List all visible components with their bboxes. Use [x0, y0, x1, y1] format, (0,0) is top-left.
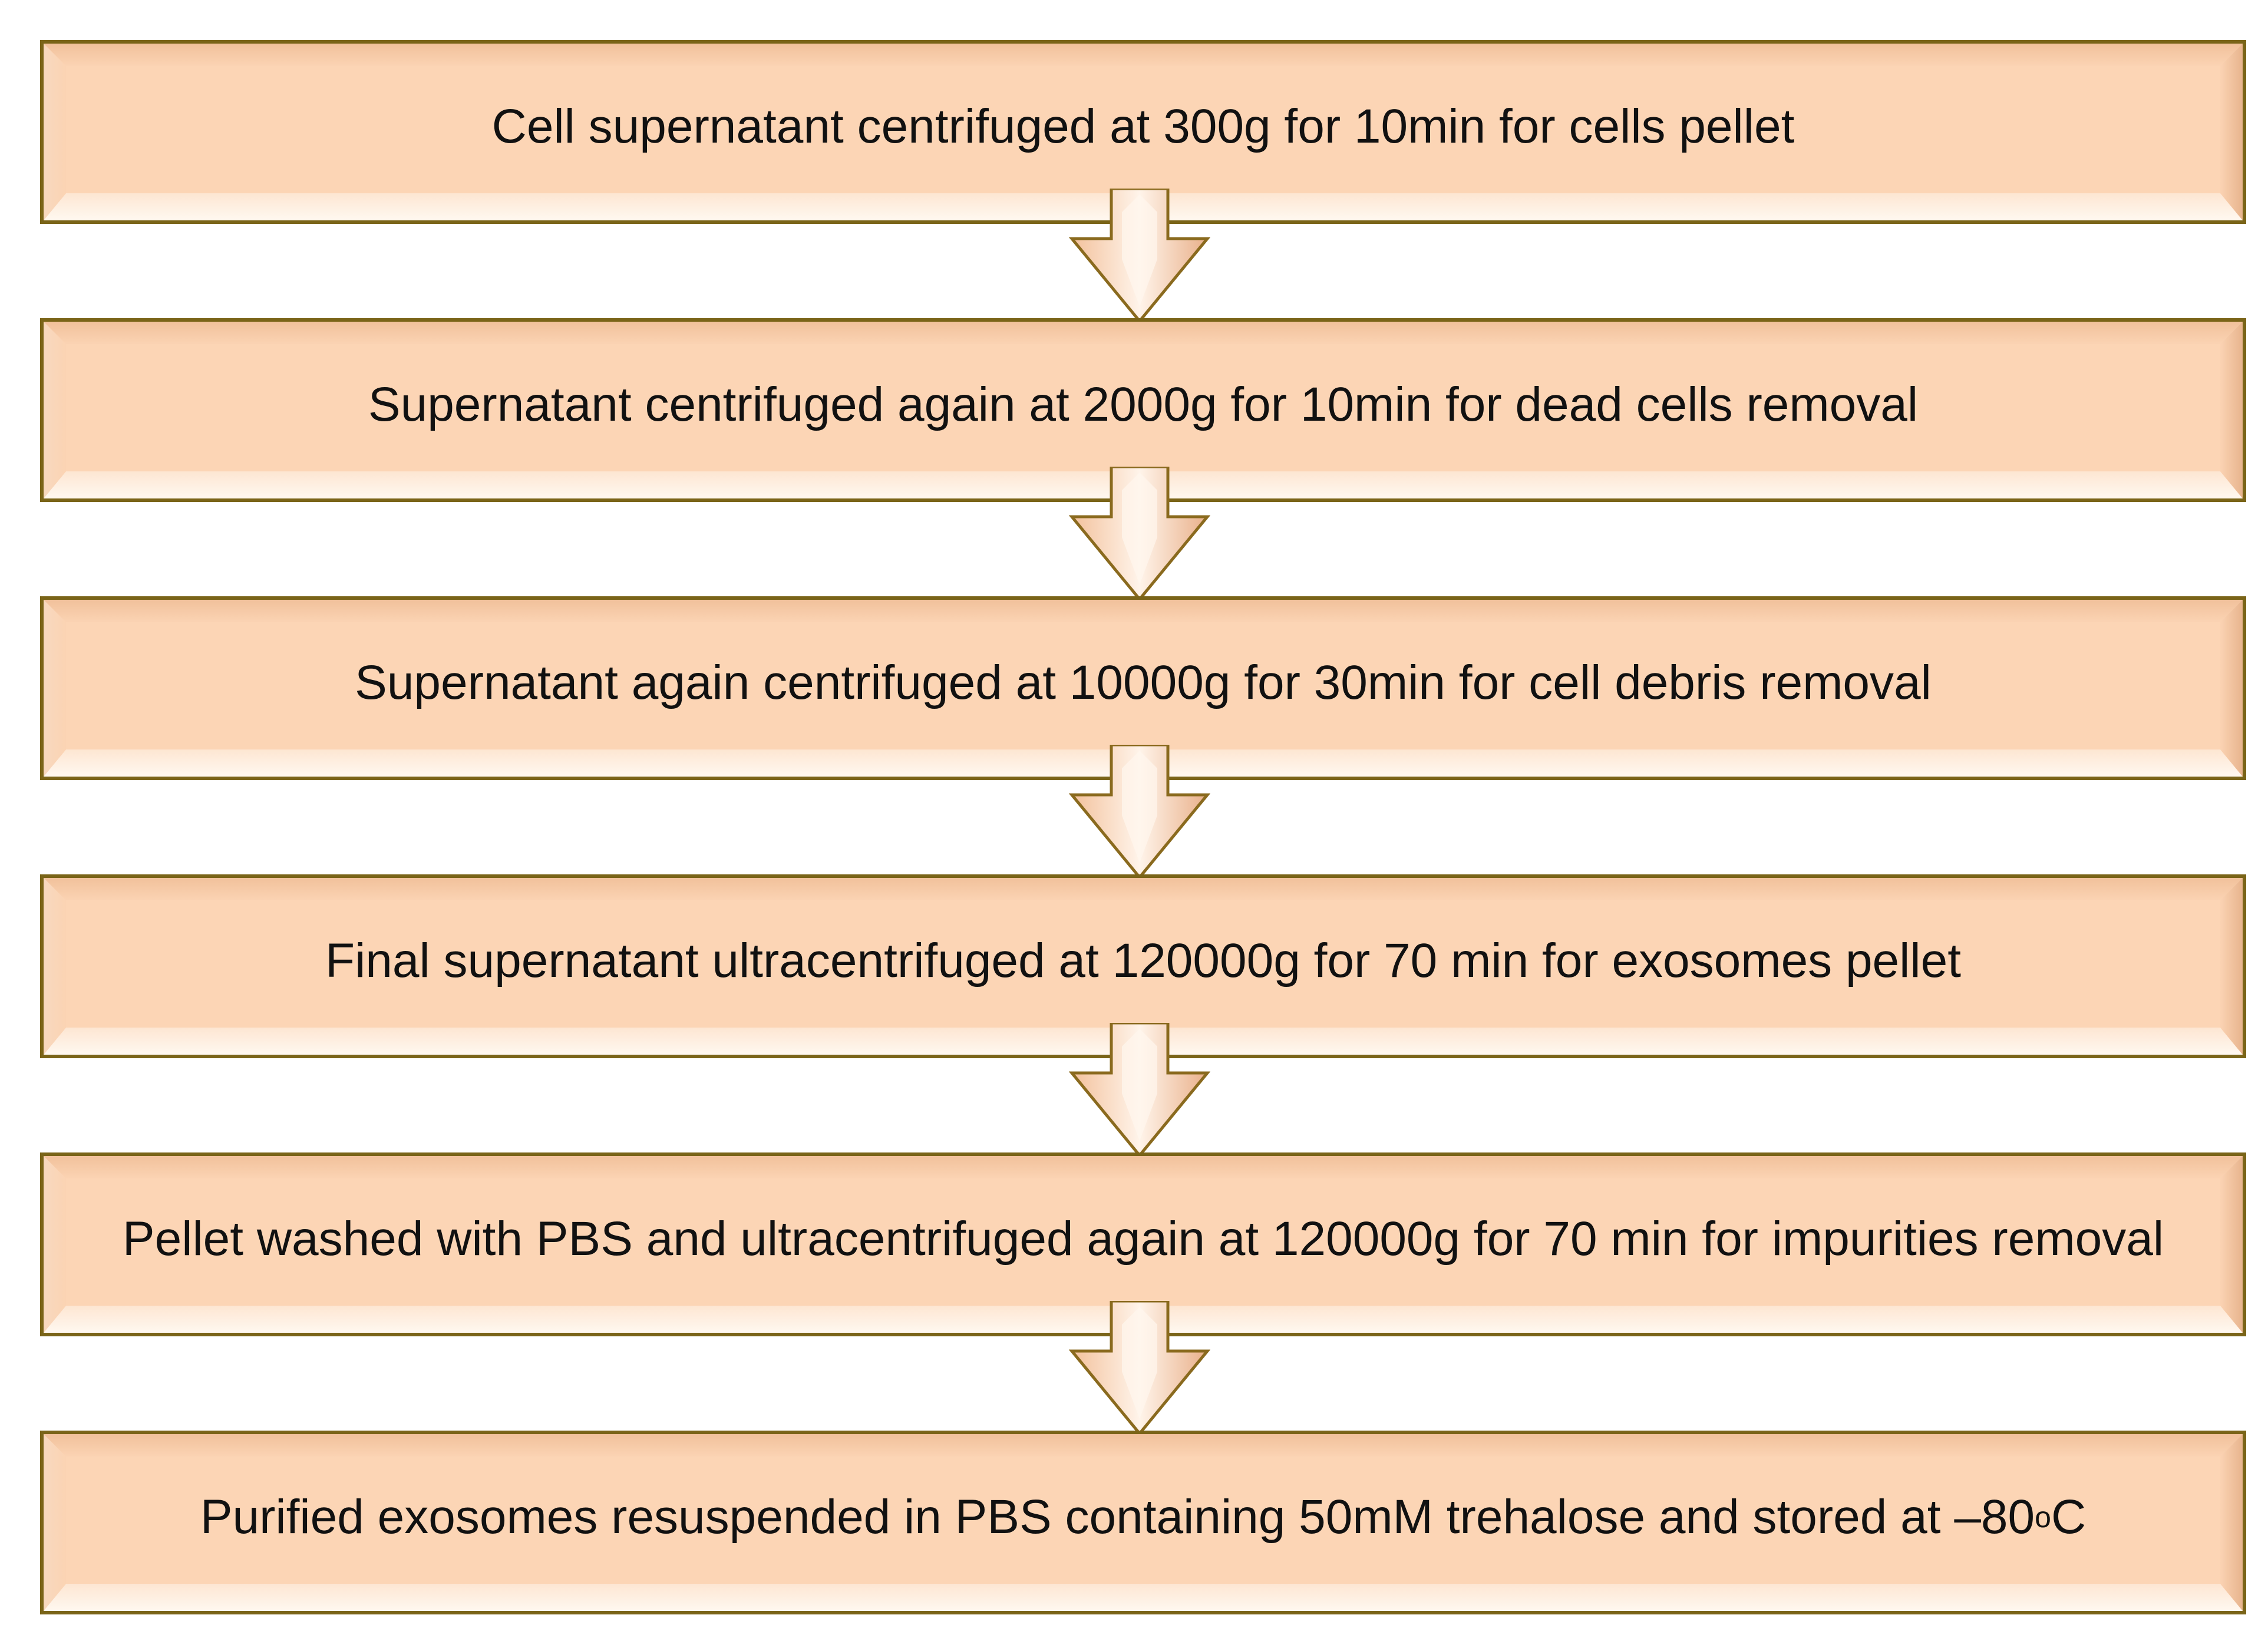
flow-step-3: Supernatant again centrifuged at 10000g …	[40, 596, 2246, 780]
down-arrow-icon	[1068, 1299, 1211, 1436]
down-arrow-icon	[1068, 187, 1211, 324]
step-text: Pellet washed with PBS and ultracentrifu…	[122, 1212, 2164, 1266]
down-arrow-icon	[1068, 465, 1211, 602]
step-text-unit: C	[2051, 1490, 2087, 1544]
degree-superscript: o	[2035, 1501, 2051, 1534]
flow-step-1: Cell supernatant centrifuged at 300g for…	[40, 40, 2246, 224]
flow-step-6: Purified exosomes resuspended in PBS con…	[40, 1431, 2246, 1614]
step-box	[40, 874, 2246, 1058]
flow-step-4: Final supernatant ultracentrifuged at 12…	[40, 874, 2246, 1058]
step-text: Final supernatant ultracentrifuged at 12…	[325, 934, 1961, 988]
step-box	[40, 1431, 2246, 1614]
step-text: Cell supernatant centrifuged at 300g for…	[491, 100, 1795, 153]
step-text: Supernatant again centrifuged at 10000g …	[355, 656, 1932, 709]
step-text: Supernatant centrifuged again at 2000g f…	[368, 378, 1919, 431]
step-text: Purified exosomes resuspended in PBS con…	[111, 1431, 2175, 1614]
step-text-main: Purified exosomes resuspended in PBS con…	[200, 1490, 2035, 1544]
step-box	[40, 596, 2246, 780]
down-arrow-icon	[1068, 743, 1211, 880]
down-arrow-icon	[1068, 1021, 1211, 1158]
